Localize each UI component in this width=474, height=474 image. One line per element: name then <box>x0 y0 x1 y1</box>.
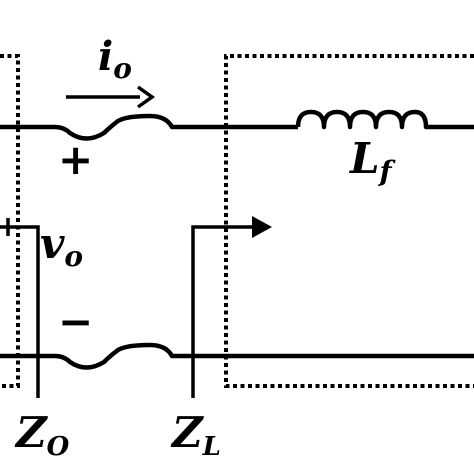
zo-bracket <box>0 225 40 398</box>
inductor-label: Lf <box>349 134 397 188</box>
zl-bracket <box>191 225 252 398</box>
current-label: io <box>98 33 132 85</box>
left-box-boundary <box>0 54 20 388</box>
zl-label: ZL <box>170 408 221 462</box>
zl-arrowhead <box>252 216 272 238</box>
plus-sign: + <box>58 135 93 184</box>
inductor-coil <box>295 109 474 130</box>
bottom-wire <box>0 342 474 370</box>
minus-sign: − <box>58 297 93 346</box>
voltage-label: vo <box>40 219 83 273</box>
right-box-boundary <box>224 54 474 388</box>
top-wire <box>0 113 298 141</box>
current-arrowhead <box>136 85 156 109</box>
zo-label: ZO <box>14 408 70 462</box>
